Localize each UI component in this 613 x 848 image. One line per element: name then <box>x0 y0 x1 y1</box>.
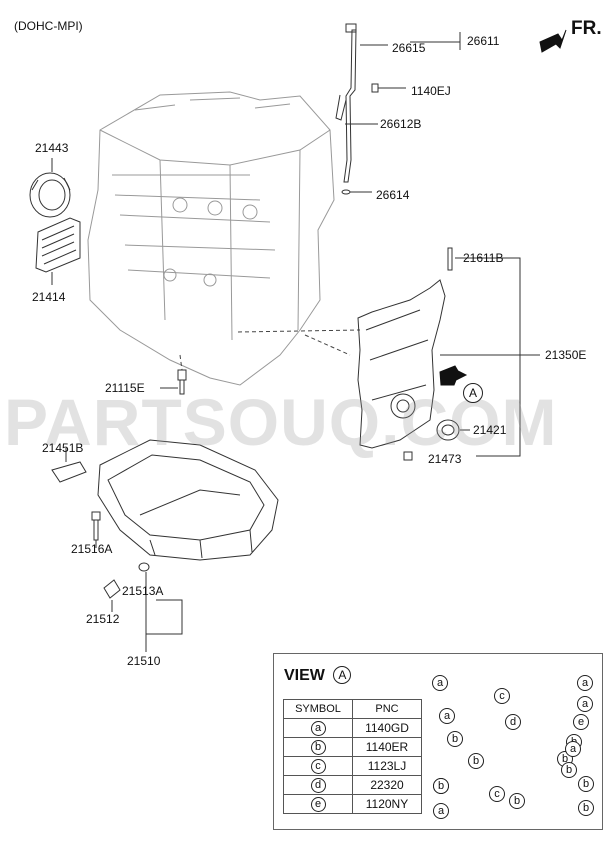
part-label-21414: 21414 <box>32 290 66 304</box>
bolt-21115E <box>177 369 187 395</box>
part-label-21350E: 21350E <box>545 348 587 362</box>
part-label-21451B: 21451B <box>42 441 84 455</box>
drain-plug-21512 <box>103 579 121 599</box>
part-label-21115E: 21115E <box>105 381 145 395</box>
crank-seal-21421 <box>436 419 460 441</box>
symbol-callout: a <box>577 696 593 712</box>
symbol-callout: b <box>468 753 484 769</box>
symbol-callout: a <box>432 675 448 691</box>
part-label-21443: 21443 <box>35 141 69 155</box>
symbol-cell: e <box>310 797 326 812</box>
view-a-marker: A <box>463 383 483 403</box>
part-label-26614: 26614 <box>376 188 410 202</box>
table-row: b 1140ER <box>283 737 422 757</box>
symbol-callout: c <box>494 688 510 704</box>
pnc-cell: 1123LJ <box>352 756 422 776</box>
timing-cover-21350E <box>357 247 453 449</box>
plug-21473 <box>403 451 413 461</box>
part-label-21516A: 21516A <box>71 542 113 556</box>
symbol-table: SYMBOL PNC a 1140GD b 1140ER c 1123LJ d … <box>283 699 422 814</box>
symbol-callout: b <box>578 800 594 816</box>
table-row: a 1140GD <box>283 718 422 738</box>
view-title-marker: A <box>333 666 352 684</box>
symbol-cell: b <box>310 740 326 755</box>
gasket-21451B <box>51 461 87 483</box>
symbol-cell: c <box>310 759 326 774</box>
symbol-callout: c <box>489 786 505 802</box>
table-row: d 22320 <box>283 775 422 795</box>
symbol-callout: e <box>573 714 589 730</box>
symbol-callout: a <box>433 803 449 819</box>
view-a-arrow-icon <box>439 365 468 386</box>
table-row: e 1120NY <box>283 794 422 814</box>
pnc-cell: 1120NY <box>352 794 422 814</box>
engine-type-label: (DOHC-MPI) <box>14 19 83 33</box>
symbol-callout: b <box>561 762 577 778</box>
symbol-callout: a <box>577 675 593 691</box>
pnc-cell: 1140GD <box>352 718 422 738</box>
symbol-callout: b <box>433 778 449 794</box>
part-label-21513A: 21513A <box>122 584 164 598</box>
pnc-column-header: PNC <box>352 699 422 719</box>
symbol-callout: b <box>578 776 594 792</box>
symbol-callout: b <box>447 731 463 747</box>
front-direction-label: FR. <box>571 18 602 39</box>
part-label-21473: 21473 <box>428 452 462 466</box>
dipstick <box>335 23 390 195</box>
part-label-26611: 26611 <box>467 34 500 48</box>
symbol-cell: d <box>310 778 326 793</box>
symbol-cell: a <box>310 721 326 736</box>
gasket-21513A <box>138 562 150 572</box>
pnc-cell: 1140ER <box>352 737 422 757</box>
part-label-1140EJ: 1140EJ <box>411 84 451 98</box>
part-label-21611B: 21611B <box>463 251 504 265</box>
symbol-callout: a <box>565 741 581 757</box>
bolt-21516A <box>91 511 101 541</box>
part-label-21510: 21510 <box>127 654 161 668</box>
part-label-21512: 21512 <box>86 612 120 626</box>
pnc-cell: 22320 <box>352 775 422 795</box>
part-label-26615: 26615 <box>392 41 426 55</box>
table-row: c 1123LJ <box>283 756 422 776</box>
symbol-column-header: SYMBOL <box>283 699 353 719</box>
view-title-text: VIEW <box>284 667 325 684</box>
part-label-21421: 21421 <box>473 423 507 437</box>
view-title: VIEW A <box>284 666 352 685</box>
oil-pan-21510 <box>97 439 279 561</box>
symbol-callout: b <box>509 793 525 809</box>
symbol-callout: d <box>505 714 521 730</box>
front-arrow-icon <box>539 29 567 53</box>
plate-21414 <box>35 217 81 273</box>
part-label-26612B: 26612B <box>380 117 422 131</box>
engine-block <box>87 91 335 386</box>
symbol-callout: a <box>439 708 455 724</box>
oil-seal-21443 <box>29 172 71 218</box>
